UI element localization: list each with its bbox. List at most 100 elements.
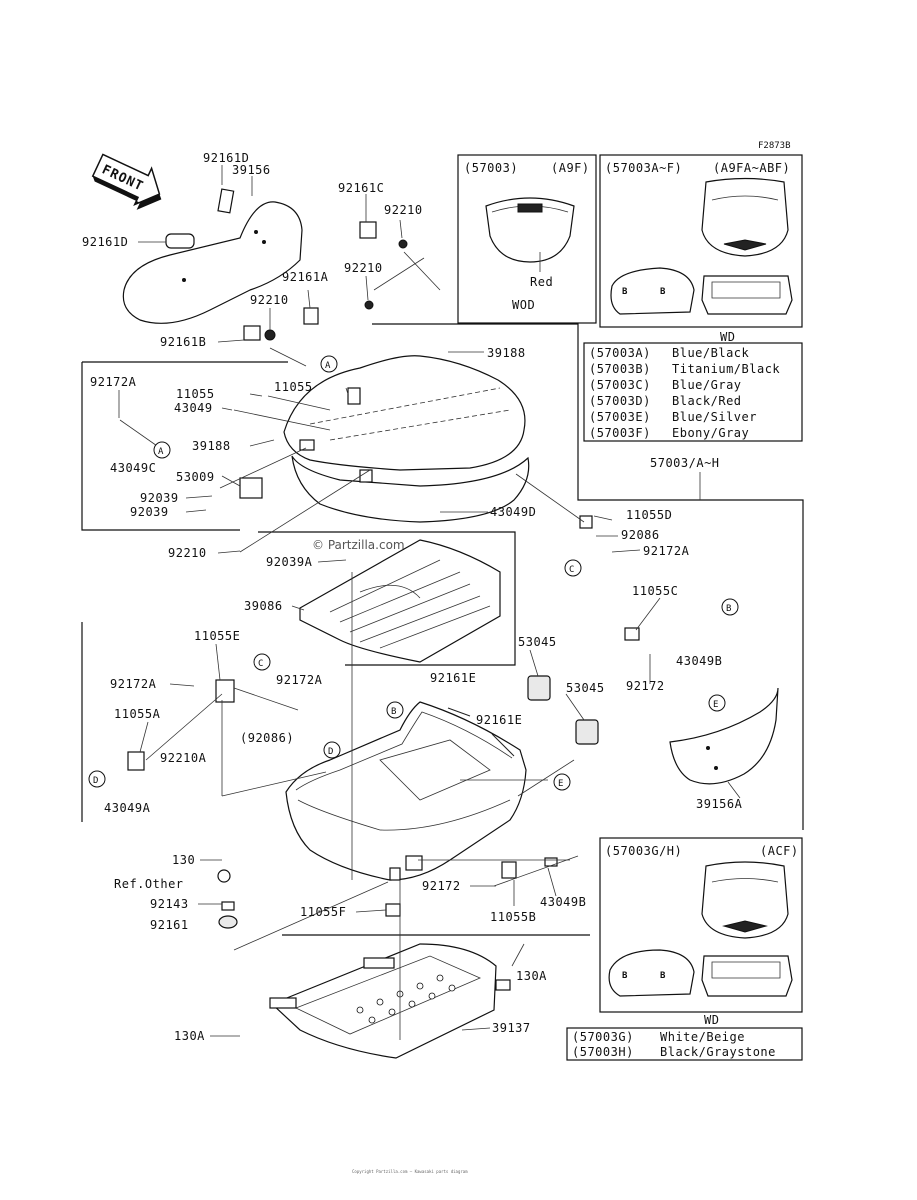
variant-e-color: Blue/Silver (672, 410, 757, 424)
callout-39188-top: 39188 (487, 346, 526, 360)
case-body (285, 701, 527, 881)
connector-lines (119, 251, 585, 1040)
variant-h-color: Black/Graystone (660, 1045, 776, 1059)
marker-d-1: D (328, 747, 333, 757)
callout-43049C: 43049C (110, 461, 156, 475)
callout-39086: 39086 (244, 599, 283, 613)
svg-text:B: B (660, 287, 666, 297)
callout-11055F: 11055F (300, 905, 346, 919)
callout-53045-a: 53045 (518, 635, 557, 649)
callout-11055D: 11055D (626, 508, 672, 522)
callout-92210-c: 92210 (250, 293, 289, 307)
region-outlines (81, 323, 804, 936)
callout-11055C: 11055C (632, 584, 678, 598)
marker-c-2: C (569, 565, 574, 575)
variant-h-code: (57003H) (572, 1045, 634, 1059)
callout-92210A: 92210A (160, 751, 207, 765)
callout-92210-b: 92210 (344, 261, 383, 275)
bumper-pad (669, 687, 779, 785)
tray (299, 539, 501, 663)
callout-92172A-a: 92172A (110, 677, 157, 691)
callout-39156A: 39156A (696, 797, 743, 811)
callout-57003: 57003/A~H (650, 456, 720, 470)
variant-a-color: Blue/Black (672, 346, 750, 360)
left-brackets (127, 477, 263, 929)
variant-g-code: (57003G) (572, 1030, 634, 1044)
svg-text:B: B (622, 287, 628, 297)
callout-92161C: 92161C (338, 181, 384, 195)
callout-92161B: 92161B (160, 335, 206, 349)
callout-labels: 92161D 39156 92161C 92210 92161D 92161A … (82, 151, 743, 1043)
inset-a9f-code: (57003) (464, 161, 518, 175)
callout-92086: 92086 (621, 528, 660, 542)
callout-11055B: 11055B (490, 910, 536, 924)
top-brackets (243, 221, 408, 341)
inset-acf-code: (57003G/H) (605, 844, 682, 858)
variant-b-color: Titanium/Black (672, 362, 780, 376)
variant-c-color: Blue/Gray (672, 378, 742, 392)
callout-92039A: 92039A (266, 555, 313, 569)
callout-43049A: 43049A (104, 801, 151, 815)
callout-92039-a: 92039 (140, 491, 179, 505)
callout-92210-d: 92210 (168, 546, 207, 560)
callout-92039-b: 92039 (130, 505, 169, 519)
callout-11055E: 11055E (194, 629, 240, 643)
inset-a9fa-code: (57003A~F) (605, 161, 682, 175)
variants-table-a: (57003A) Blue/Black (57003B) Titanium/Bl… (589, 346, 780, 440)
callout-130A-left: 130A (174, 1029, 205, 1043)
callout-53009: 53009 (176, 470, 215, 484)
inset-a9fa-model: (A9FA~ABF) (713, 161, 790, 175)
callout-11055A: 11055A (114, 707, 161, 721)
right-brackets (385, 515, 640, 917)
lid (283, 355, 530, 523)
variant-g-color: White/Beige (660, 1030, 745, 1044)
inset-acf-note: WD (704, 1013, 719, 1027)
callout-39188-mid: 39188 (192, 439, 231, 453)
marker-b-2: B (726, 604, 731, 614)
front-arrow-icon: FRONT (91, 153, 162, 210)
inset-acf: (57003G/H) (ACF) B B WD (57003G) White/B… (566, 837, 803, 1061)
callout-ref-other: Ref.Other (114, 877, 184, 891)
variant-a-code: (57003A) (589, 346, 651, 360)
backrest-pad (122, 188, 303, 324)
callout-43049D: 43049D (490, 505, 536, 519)
svg-text:B: B (660, 971, 666, 981)
inset-a9fa-note: WD (720, 330, 735, 344)
variant-b-code: (57003B) (589, 362, 651, 376)
callout-92172A-left: 92172A (90, 375, 137, 389)
marker-d-2: D (93, 776, 98, 786)
inset-a9f: (57003) (A9F) Red WOD (457, 154, 597, 324)
inset-a9f-note: WOD (512, 298, 535, 312)
callout-92172-right: 92172 (626, 679, 665, 693)
callout-43049B-right: 43049B (676, 654, 722, 668)
inset-a9f-model: (A9F) (551, 161, 590, 175)
variant-f-color: Ebony/Gray (672, 426, 749, 440)
carrier-frame (269, 943, 511, 1059)
callout-92210-a: 92210 (384, 203, 423, 217)
marker-e-1: E (558, 779, 563, 789)
inset-a9f-color: Red (530, 275, 553, 289)
inset-a9fa: (57003A~F) (A9FA~ABF) B B WD (57003A) Bl… (583, 154, 803, 442)
callout-39156: 39156 (232, 163, 271, 177)
callout-92172: 92172 (422, 879, 461, 893)
marker-b-1: B (391, 707, 396, 717)
variant-e-code: (57003E) (589, 410, 651, 424)
callout-43049: 43049 (174, 401, 213, 415)
callout-92161E-a: 92161E (430, 671, 476, 685)
inset-acf-model: (ACF) (760, 844, 799, 858)
variant-d-code: (57003D) (589, 394, 651, 408)
callout-92161D-top: 92161D (203, 151, 249, 165)
letter-markers: A A B B C C D D E E (88, 355, 739, 791)
variant-c-code: (57003C) (589, 378, 651, 392)
watermark: © Partzilla.com (312, 538, 405, 552)
callout-92172A-b: 92172A (276, 673, 323, 687)
callout-92161D-left: 92161D (82, 235, 128, 249)
marker-e-2: E (713, 700, 718, 710)
leader-lines (118, 165, 741, 1037)
svg-text:B: B (622, 971, 628, 981)
callout-11055-a: 11055 (176, 387, 215, 401)
marker-c-1: C (258, 659, 263, 669)
hinges (447, 675, 599, 757)
callout-39137: 39137 (492, 1021, 531, 1035)
